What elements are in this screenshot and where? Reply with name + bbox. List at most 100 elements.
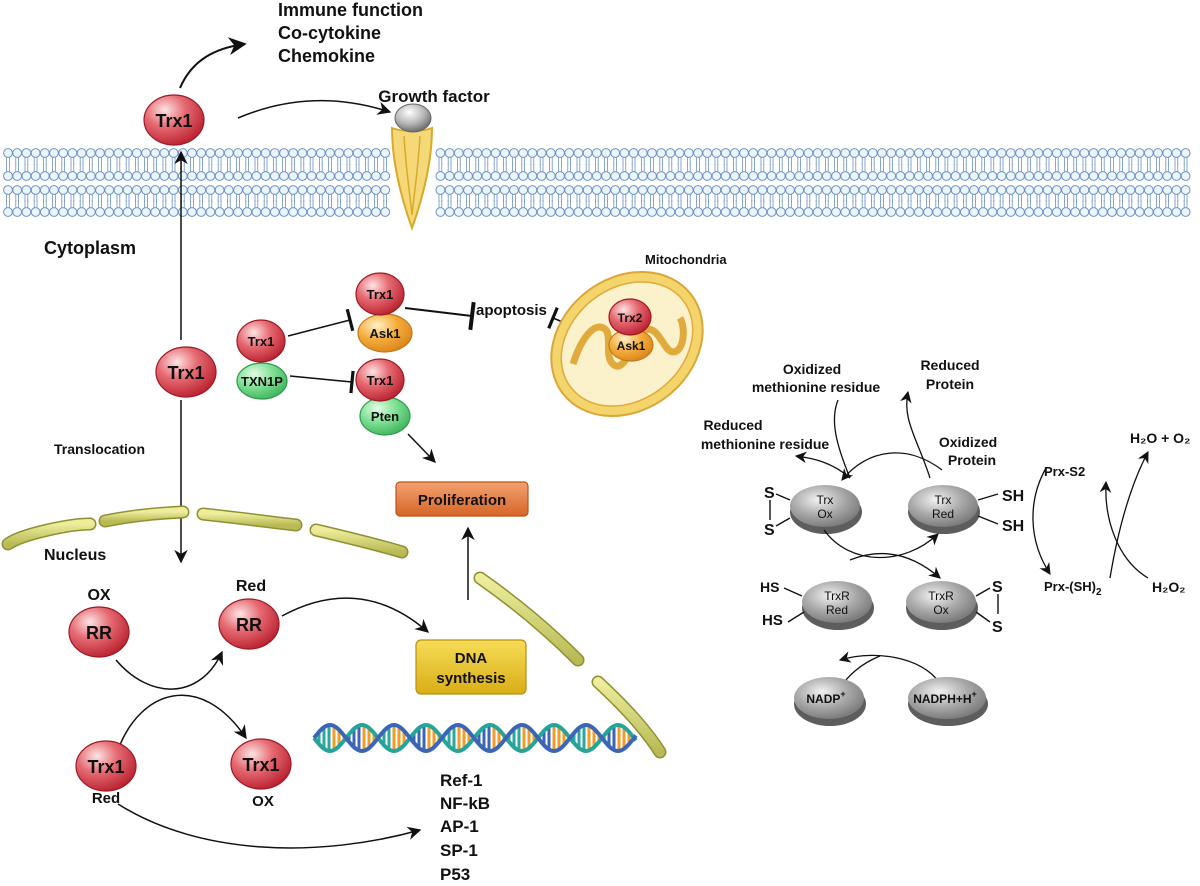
nuclear-membrane: [1, 505, 667, 759]
lipid-head: [969, 185, 979, 195]
lipid-head: [720, 148, 731, 158]
disulfide-s: S: [992, 619, 1003, 636]
lipid-tail: [797, 157, 801, 165]
lipid-tail: [907, 200, 912, 208]
lipid-tail: [208, 194, 213, 202]
lipid-head: [187, 148, 197, 158]
lipid-head: [775, 185, 786, 195]
lipid-tail: [1091, 200, 1096, 208]
lipid-tail: [751, 194, 755, 202]
lipid-tail: [981, 164, 985, 172]
lipid-tail: [530, 157, 535, 165]
lipid-tail: [1183, 200, 1188, 208]
lipid-tail: [61, 157, 65, 165]
lipid-tail: [1055, 157, 1059, 165]
lipid-head: [711, 185, 722, 195]
lipid-tail: [181, 200, 185, 208]
lipid-tail: [374, 164, 378, 172]
lipid-head: [978, 185, 989, 195]
trx1-ask1-complex: Ask1 Trx1: [355, 272, 413, 353]
lipid-head: [463, 148, 473, 158]
lipid-tail: [723, 164, 728, 172]
lipid-tail: [990, 200, 995, 208]
lipid-head: [877, 185, 887, 195]
lipid-head: [481, 185, 492, 195]
lipid-head: [76, 171, 87, 181]
lipid-tail: [171, 200, 176, 208]
lipid-head: [702, 171, 713, 181]
lipid-head: [886, 171, 897, 181]
lipid-tail: [438, 194, 443, 202]
lipid-head: [564, 185, 575, 195]
lipid-head: [803, 171, 814, 181]
prx-sh2-label: Prx-(SH)2: [1044, 579, 1102, 598]
lipid-tail: [696, 200, 700, 208]
lipid-head: [251, 148, 262, 158]
lipid-head: [361, 171, 372, 181]
lipid-head: [39, 207, 50, 217]
lipid-tail: [89, 200, 93, 208]
lipid-head: [867, 148, 878, 158]
lipid-tail: [907, 194, 912, 202]
lipid-head: [306, 207, 317, 217]
lipid-head: [315, 207, 326, 217]
lipid-head: [122, 171, 133, 181]
lipid-head: [987, 185, 998, 195]
lipid-head: [104, 185, 115, 195]
lipid-head: [1070, 171, 1081, 181]
lipid-head: [1116, 185, 1127, 195]
lipid-head: [1088, 207, 1099, 217]
lipid-tail: [466, 164, 470, 172]
lipid-head: [748, 148, 759, 158]
lipid-head: [288, 148, 299, 158]
lipid-tail: [576, 164, 581, 172]
lipid-tail: [742, 194, 746, 202]
lipid-head: [849, 207, 860, 217]
lipid-tail: [24, 200, 29, 208]
lipid-tail: [585, 164, 590, 172]
lipid-tail: [714, 157, 719, 165]
trx1-label: Trx1: [242, 755, 279, 775]
lipid-tail: [1073, 164, 1077, 172]
lipid-head: [840, 148, 851, 158]
trx1-label: Trx1: [367, 287, 394, 302]
lipid-head: [279, 185, 289, 195]
lipid-head: [904, 148, 915, 158]
lipid-tail: [806, 157, 811, 165]
lipid-head: [1180, 207, 1191, 217]
lipid-tail: [613, 157, 617, 165]
lipid-tail: [825, 200, 829, 208]
lipid-head: [573, 148, 584, 158]
lipid-tail: [328, 164, 332, 172]
lipid-tail: [1183, 194, 1188, 202]
rr-reduced: RR: [218, 598, 280, 650]
lipid-head: [306, 185, 317, 195]
lipid-head: [1088, 171, 1099, 181]
lipid-tail: [999, 164, 1004, 172]
lipid-head: [325, 171, 335, 181]
lipid-tail: [300, 157, 305, 165]
arrow-trx1-oxidation: [117, 694, 247, 751]
lipid-tail: [687, 200, 691, 208]
lipid-tail: [641, 194, 645, 202]
lipid-head: [564, 148, 575, 158]
lipid-tail: [880, 200, 884, 208]
lipid-tail: [1009, 200, 1013, 208]
arrow-reduced-methionine: [794, 451, 851, 479]
lipid-head: [785, 185, 795, 195]
lipid-head: [913, 148, 924, 158]
lipid-tail: [107, 200, 111, 208]
tf-ap1: AP-1: [440, 817, 479, 836]
lipid-head: [104, 207, 115, 217]
lipid-head: [12, 207, 23, 217]
lipid-tail: [852, 194, 857, 202]
lipid-head: [619, 171, 630, 181]
lipid-head: [306, 171, 317, 181]
lipid-head: [159, 185, 170, 195]
lipid-head: [1171, 148, 1182, 158]
lipid-head: [693, 148, 703, 158]
lipid-head: [49, 148, 59, 158]
lipid-tail: [190, 157, 194, 165]
lipid-tail: [447, 194, 452, 202]
